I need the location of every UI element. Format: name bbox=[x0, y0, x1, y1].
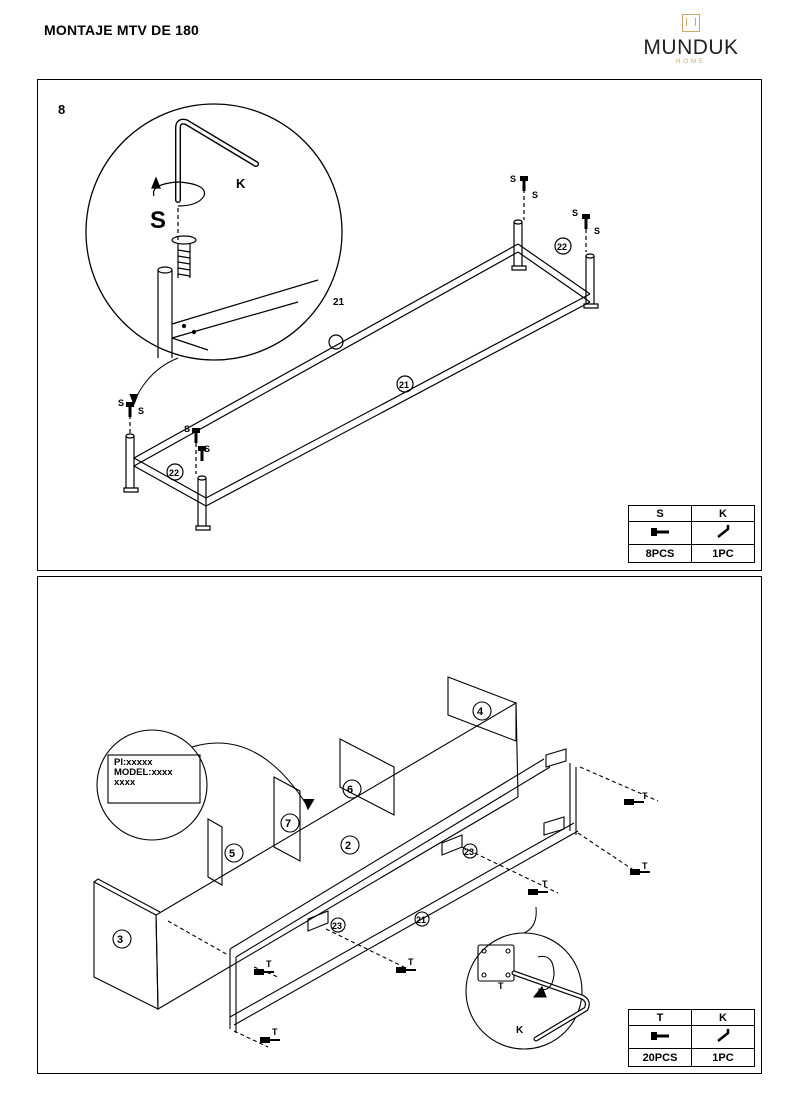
screw-label-3: T bbox=[542, 879, 548, 889]
screw-label-detail: T bbox=[498, 981, 504, 991]
plate-23b-label: 23 bbox=[464, 847, 474, 857]
panel-5-label: 5 bbox=[229, 848, 235, 860]
key-label-detail: K bbox=[516, 1025, 524, 1036]
panel-2-label: 2 bbox=[345, 840, 351, 852]
screw-icon bbox=[651, 527, 669, 536]
callout-22-back-text: 22 bbox=[557, 242, 567, 252]
callout-23-b bbox=[462, 843, 478, 859]
sticker-text: PI:xxxxx MODEL:xxxx xxxx bbox=[114, 758, 173, 788]
callout-23-a bbox=[330, 917, 346, 933]
callout-21-text: 21 bbox=[399, 380, 409, 390]
allen-key-icon bbox=[717, 524, 730, 538]
screw-icon bbox=[651, 1031, 669, 1040]
callout-21-bar bbox=[414, 911, 430, 927]
legend-qty-k: 1PC bbox=[691, 1048, 755, 1067]
panel-3-label: 3 bbox=[117, 934, 123, 946]
legend-qty-k: 1PC bbox=[691, 544, 755, 563]
detail-screw-icon bbox=[171, 235, 197, 278]
callout-21-bar bbox=[396, 375, 414, 393]
rotate-arrow-icon bbox=[537, 955, 555, 991]
sticker-label bbox=[107, 754, 201, 804]
sticker-line-2: MODEL:xxxx bbox=[114, 767, 173, 778]
step-number: 8 bbox=[58, 102, 66, 117]
logo-mark-icon bbox=[682, 14, 700, 32]
legend-header-k: K bbox=[691, 1009, 755, 1026]
bar-21-label: 21 bbox=[416, 915, 426, 925]
panel-6-label: 6 bbox=[347, 784, 353, 796]
callout-22-front-text: 22 bbox=[169, 468, 179, 478]
screw-label-6: T bbox=[272, 1027, 278, 1037]
screw-label-4: S bbox=[204, 444, 210, 454]
screw-label-detail: S bbox=[150, 207, 166, 234]
callout-22-back bbox=[554, 237, 572, 255]
legend-qty-t: 20PCS bbox=[628, 1048, 692, 1067]
callout-6 bbox=[342, 779, 362, 799]
frame-assembly-drawing: K S 21 21 22 22 S S S S S S S S bbox=[85, 103, 600, 531]
callout-5 bbox=[224, 843, 244, 863]
detail-magnifier bbox=[85, 103, 343, 361]
legend-qty-s: 8PCS bbox=[628, 544, 692, 563]
step-cabinet-panel: 3 5 7 2 6 4 21 23 23 K T T T T T T T PI:… bbox=[37, 576, 762, 1074]
screw-label-5: T bbox=[266, 959, 272, 969]
screw-label-8: S bbox=[594, 226, 600, 236]
sticker-line-1: PI:xxxxx bbox=[114, 757, 153, 768]
parts-legend: S K 8PCS 1PC bbox=[628, 505, 755, 563]
callout-22-front bbox=[166, 463, 184, 481]
plate-23a-label: 23 bbox=[332, 921, 342, 931]
screw-label-7: S bbox=[572, 208, 578, 218]
sticker-magnifier bbox=[96, 729, 208, 841]
allen-key-icon bbox=[717, 1028, 730, 1042]
screw-label-1: T bbox=[642, 791, 648, 801]
callout-7 bbox=[280, 813, 300, 833]
screw-label-2: T bbox=[642, 861, 648, 871]
screw-label-2: S bbox=[138, 406, 144, 416]
logo-word: MUNDUK bbox=[643, 36, 739, 59]
screw-label-1: S bbox=[118, 398, 124, 408]
frame-label: 21 bbox=[333, 297, 345, 308]
step-8-panel: 8 bbox=[37, 79, 762, 571]
panel-4-label: 4 bbox=[477, 706, 484, 718]
callout-3 bbox=[112, 929, 132, 949]
screw-label-5: S bbox=[510, 174, 516, 184]
doc-title: MONTAJE MTV DE 180 bbox=[44, 22, 200, 38]
callout-4 bbox=[472, 701, 492, 721]
legend-header-t: T bbox=[628, 1009, 692, 1026]
key-label-detail: K bbox=[236, 176, 246, 191]
panel-7-label: 7 bbox=[285, 818, 291, 830]
callout-2 bbox=[340, 835, 360, 855]
brand-logo: MUNDUK HOME bbox=[636, 14, 746, 68]
cabinet-assembly-drawing: 3 5 7 2 6 4 21 23 23 K T T T T T T T bbox=[93, 676, 659, 1050]
parts-legend: T K 20PCS 1PC bbox=[628, 1009, 755, 1067]
screw-label-6: S bbox=[532, 190, 538, 200]
screw-label-3: S bbox=[184, 424, 190, 434]
logo-sub: HOME bbox=[676, 59, 706, 65]
sticker-line-3: xxxx bbox=[114, 777, 136, 788]
legend-header-s: S bbox=[628, 505, 692, 522]
screw-label-4: T bbox=[408, 957, 414, 967]
legend-header-k: K bbox=[691, 505, 755, 522]
